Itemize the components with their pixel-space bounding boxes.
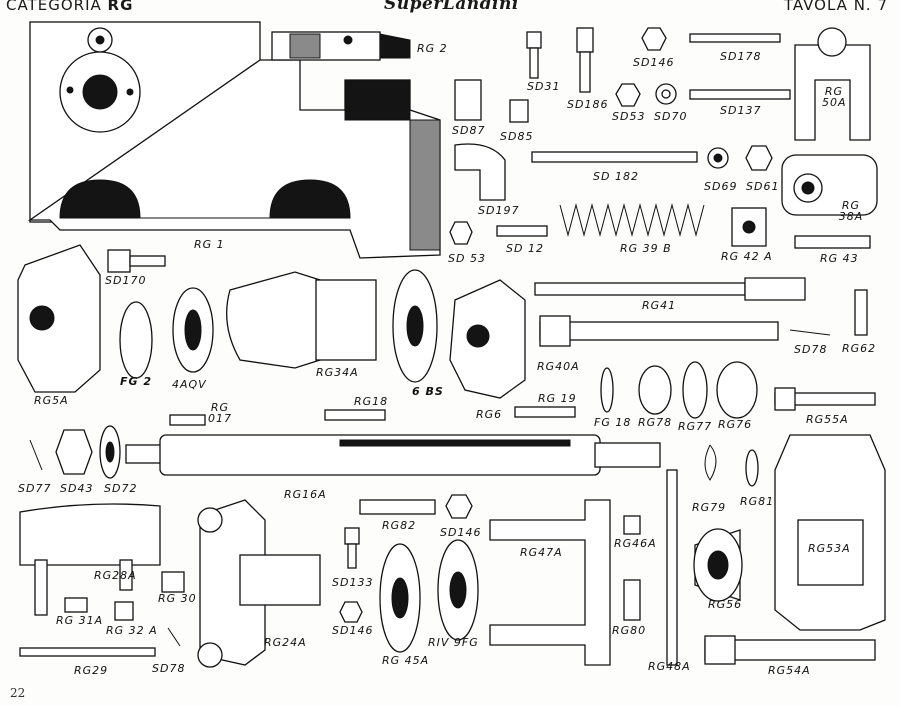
part-label-rg6: RG6 xyxy=(476,408,503,421)
part-label-rg2: RG 2 xyxy=(417,42,448,55)
part-label-sd77: SD77 xyxy=(18,482,52,495)
part-label-sd12: SD 12 xyxy=(506,242,544,255)
part-label-rg16a: RG16A xyxy=(284,488,327,501)
rg53a-drawing xyxy=(774,434,886,631)
part-label-sd70: SD70 xyxy=(654,110,688,123)
part-label-sd186: SD186 xyxy=(567,98,609,111)
part-label-rg79: RG79 xyxy=(692,501,727,514)
rg50a-rg38a-drawing xyxy=(781,27,878,216)
middle-row-drawing xyxy=(17,244,868,399)
part-label-rg017: RG 017 xyxy=(208,401,232,425)
part-label-rg47a: RG47A xyxy=(520,546,563,559)
part-label-4aqv: 4AQV xyxy=(172,378,207,391)
part-label-rg53a: RG53A xyxy=(808,542,851,555)
part-label-rg32a: RG 32 A xyxy=(106,624,158,637)
part-label-sd133: SD133 xyxy=(332,576,374,589)
bottom-row-drawing xyxy=(19,469,876,668)
part-label-rg78: RG78 xyxy=(638,416,673,429)
part-label-sd53-lower: SD 53 xyxy=(448,252,486,265)
part-label-rg62: RG62 xyxy=(842,342,877,355)
part-label-sd87: SD87 xyxy=(452,124,486,137)
part-label-rg34a: RG34A xyxy=(316,366,359,379)
part-label-rg46a: RG46A xyxy=(614,537,657,550)
part-label-rg76: RG76 xyxy=(718,418,753,431)
part-label-rg18: RG18 xyxy=(354,395,389,408)
part-label-sd178: SD178 xyxy=(720,50,762,63)
part-label-rg50a: RG 50A xyxy=(822,85,847,109)
part-label-rg48a: RG48A xyxy=(648,660,691,673)
part-label-riv9fg: RIV 9FG xyxy=(428,636,479,649)
part-label-rg39b: RG 39 B xyxy=(620,242,672,255)
rg2-bracket-drawing xyxy=(271,31,411,61)
part-label-sd31: SD31 xyxy=(527,80,561,93)
part-label-rg24a: RG24A xyxy=(264,636,307,649)
part-label-rg30: RG 30 xyxy=(158,592,197,605)
part-label-sd146-top: SD146 xyxy=(633,56,675,69)
part-label-rg80: RG80 xyxy=(612,624,647,637)
lower-middle-row-drawing xyxy=(29,361,876,487)
category-prefix: CATEGORIA xyxy=(6,0,102,14)
part-label-rg41: RG41 xyxy=(642,299,677,312)
part-label-sd197: SD197 xyxy=(478,204,520,217)
part-label-rg29: RG29 xyxy=(74,664,109,677)
part-label-rg54a: RG54A xyxy=(768,664,811,677)
part-label-sd61: SD61 xyxy=(746,180,780,193)
part-label-sd78-bottom: SD78 xyxy=(152,662,186,675)
part-label-fg18: FG 18 xyxy=(594,416,632,429)
part-label-sd85: SD85 xyxy=(500,130,534,143)
part-label-rg28a: RG28A xyxy=(94,569,137,582)
part-label-rg38a: RG 38A xyxy=(838,199,864,223)
category-code: RG xyxy=(107,0,134,14)
part-label-rg82: RG82 xyxy=(382,519,417,532)
part-label-rg42a: RG 42 A xyxy=(721,250,773,263)
part-label-sd72: SD72 xyxy=(104,482,138,495)
brand-logo: SuperLandini xyxy=(384,0,519,14)
part-label-rg81: RG81 xyxy=(740,495,775,508)
part-label-rg5a: RG5A xyxy=(34,394,69,407)
part-label-sd43: SD43 xyxy=(60,482,94,495)
part-label-6bs: 6 BS xyxy=(412,385,444,398)
part-label-rg40a: RG40A xyxy=(537,360,580,373)
part-label-sd137: SD137 xyxy=(720,104,762,117)
part-label-rg31a: RG 31A xyxy=(56,614,104,627)
part-label-sd69: SD69 xyxy=(704,180,738,193)
part-label-rg56: RG56 xyxy=(708,598,743,611)
part-label-sd78-top: SD78 xyxy=(794,343,828,356)
part-label-sd146-mid: SD146 xyxy=(440,526,482,539)
part-label-sd53: SD53 xyxy=(612,110,646,123)
part-label-rg1: RG 1 xyxy=(194,238,225,251)
plate-number: TAVOLA N. 7 xyxy=(783,0,888,14)
part-label-rg55a: RG55A xyxy=(806,413,849,426)
part-label-sd170: SD170 xyxy=(105,274,147,287)
page-number: 22 xyxy=(10,686,26,700)
part-label-rg43: RG 43 xyxy=(820,252,859,265)
category-header: CATEGORIA RG xyxy=(6,0,133,14)
top-fasteners-drawing xyxy=(449,27,871,249)
part-label-fg2: FG 2 xyxy=(120,375,153,388)
part-label-sd146-bottom: SD146 xyxy=(332,624,374,637)
part-label-rg19: RG 19 xyxy=(538,392,577,405)
part-label-rg45a: RG 45A xyxy=(382,654,430,667)
part-label-sd182: SD 182 xyxy=(593,170,639,183)
part-label-rg77: RG77 xyxy=(678,420,713,433)
rg1-housing-drawing xyxy=(27,21,441,259)
